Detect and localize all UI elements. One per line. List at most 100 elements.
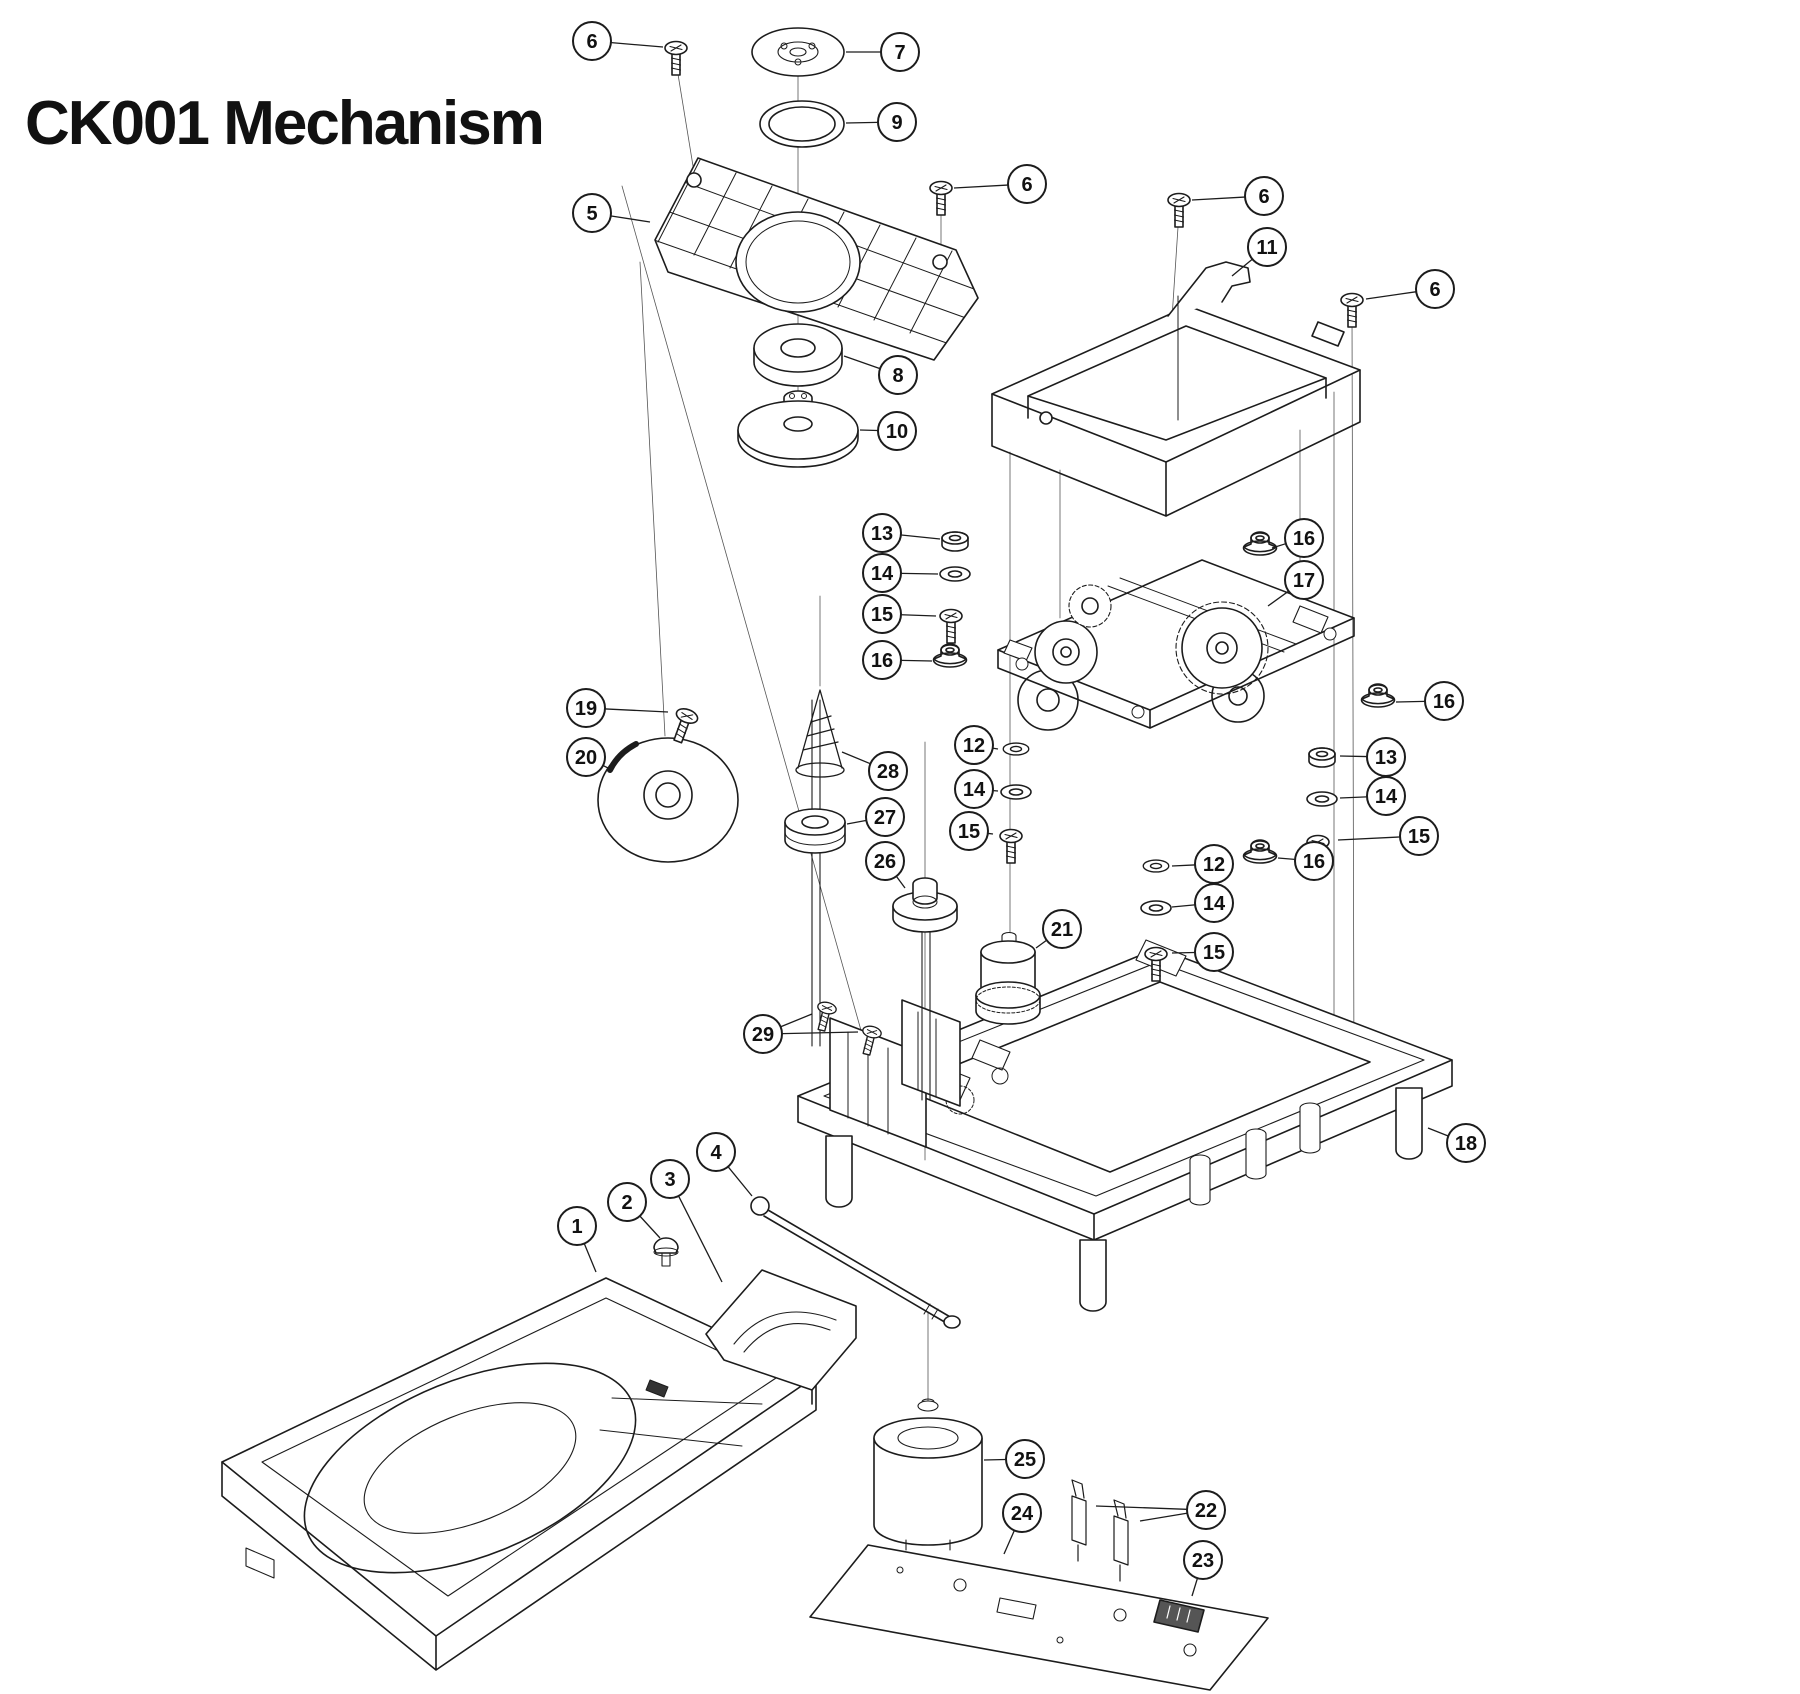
part-4-guide-shaft [750, 1196, 961, 1329]
callout-16: 16 [1277, 841, 1334, 881]
callout-19: 19 [566, 688, 669, 728]
callout-18: 18 [1427, 1123, 1486, 1163]
svg-text:14: 14 [1203, 893, 1226, 915]
callout-13: 13 [862, 513, 941, 553]
part-1-disc-tray [221, 1277, 817, 1671]
callout-25: 25 [983, 1439, 1045, 1479]
svg-text:8: 8 [892, 365, 903, 387]
part-5-decorative-plate [654, 157, 979, 361]
part-7-clamper-cap [751, 27, 845, 77]
svg-text:2: 2 [621, 1192, 632, 1214]
svg-text:14: 14 [871, 563, 894, 585]
svg-text:14: 14 [963, 779, 986, 801]
callout-14: 14 [954, 769, 999, 809]
svg-text:1: 1 [571, 1216, 582, 1238]
callout-21: 21 [1035, 909, 1082, 949]
callout-11: 11 [1231, 227, 1287, 277]
callout-22: 22 [1095, 1490, 1226, 1530]
callout-2: 2 [607, 1182, 661, 1239]
callout-8: 8 [843, 355, 918, 395]
part-24-pcb [809, 1544, 1269, 1691]
callout-6: 6 [953, 164, 1047, 204]
svg-text:12: 12 [963, 735, 985, 757]
callout-12: 12 [954, 725, 999, 765]
part-20-cam-disc [597, 737, 739, 863]
part-3-cover [705, 1269, 857, 1405]
svg-text:17: 17 [1293, 570, 1315, 592]
svg-text:13: 13 [871, 523, 893, 545]
part-26-pulley [892, 877, 958, 933]
callout-27: 27 [846, 797, 905, 837]
part-18-chassis [797, 939, 1453, 1312]
callout-28: 28 [841, 751, 908, 791]
callout-24: 24 [1002, 1493, 1042, 1555]
callout-10: 10 [859, 411, 917, 451]
svg-text:24: 24 [1011, 1503, 1034, 1525]
callout-14: 14 [862, 553, 939, 593]
svg-text:14: 14 [1375, 786, 1398, 808]
svg-text:19: 19 [575, 698, 597, 720]
callout-16: 16 [862, 640, 933, 680]
svg-text:6: 6 [1021, 174, 1032, 196]
svg-text:15: 15 [871, 604, 893, 626]
svg-text:7: 7 [894, 42, 905, 64]
svg-text:16: 16 [1433, 691, 1455, 713]
callout-15: 15 [1171, 932, 1234, 972]
callout-15: 15 [949, 811, 994, 851]
svg-text:6: 6 [1258, 186, 1269, 208]
part-17-traverse-unit [997, 559, 1355, 731]
callout-20: 20 [566, 737, 613, 777]
svg-text:28: 28 [877, 761, 899, 783]
callout-16: 16 [1271, 518, 1324, 558]
svg-text:6: 6 [586, 31, 597, 53]
svg-text:16: 16 [871, 650, 893, 672]
svg-text:21: 21 [1051, 919, 1073, 941]
page-title: CK001 Mechanism [25, 89, 545, 158]
callout-29: 29 [743, 1013, 859, 1054]
svg-text:23: 23 [1192, 1550, 1214, 1572]
callout-15: 15 [862, 594, 937, 634]
svg-text:13: 13 [1375, 747, 1397, 769]
svg-text:15: 15 [958, 821, 980, 843]
callout-7: 7 [846, 32, 920, 72]
callout-12: 12 [1171, 844, 1234, 884]
guide-poles [811, 699, 931, 1101]
svg-text:26: 26 [874, 851, 896, 873]
part-8-clamper-magnet [753, 323, 843, 387]
callout-4: 4 [696, 1132, 753, 1197]
svg-text:18: 18 [1455, 1133, 1477, 1155]
svg-text:20: 20 [575, 747, 597, 769]
callout-14: 14 [1339, 776, 1406, 816]
svg-text:3: 3 [664, 1169, 675, 1191]
svg-text:25: 25 [1014, 1449, 1036, 1471]
callout-15: 15 [1337, 816, 1439, 856]
svg-text:27: 27 [874, 807, 896, 829]
svg-text:16: 16 [1303, 851, 1325, 873]
svg-text:22: 22 [1195, 1500, 1217, 1522]
part-21-cam-gear [975, 931, 1041, 1025]
svg-text:9: 9 [891, 112, 902, 134]
part-23-connector [1153, 1599, 1205, 1633]
svg-text:29: 29 [752, 1024, 774, 1046]
callout-9: 9 [845, 102, 917, 142]
callout-6: 6 [1365, 269, 1455, 309]
svg-text:4: 4 [710, 1142, 722, 1164]
svg-text:5: 5 [586, 203, 597, 225]
part-22-switches [1071, 1479, 1129, 1582]
svg-text:16: 16 [1293, 528, 1315, 550]
svg-text:6: 6 [1429, 279, 1440, 301]
callout-26: 26 [865, 841, 906, 889]
callout-23: 23 [1183, 1540, 1223, 1597]
svg-text:10: 10 [886, 421, 908, 443]
svg-text:15: 15 [1408, 826, 1430, 848]
part-9-ring [759, 100, 845, 148]
svg-text:15: 15 [1203, 942, 1225, 964]
part-28-spring [795, 689, 845, 778]
part-2-screw [653, 1237, 679, 1267]
callout-14: 14 [1171, 883, 1234, 923]
part-27-spacer-stack [784, 808, 846, 854]
callout-16: 16 [1395, 681, 1464, 721]
